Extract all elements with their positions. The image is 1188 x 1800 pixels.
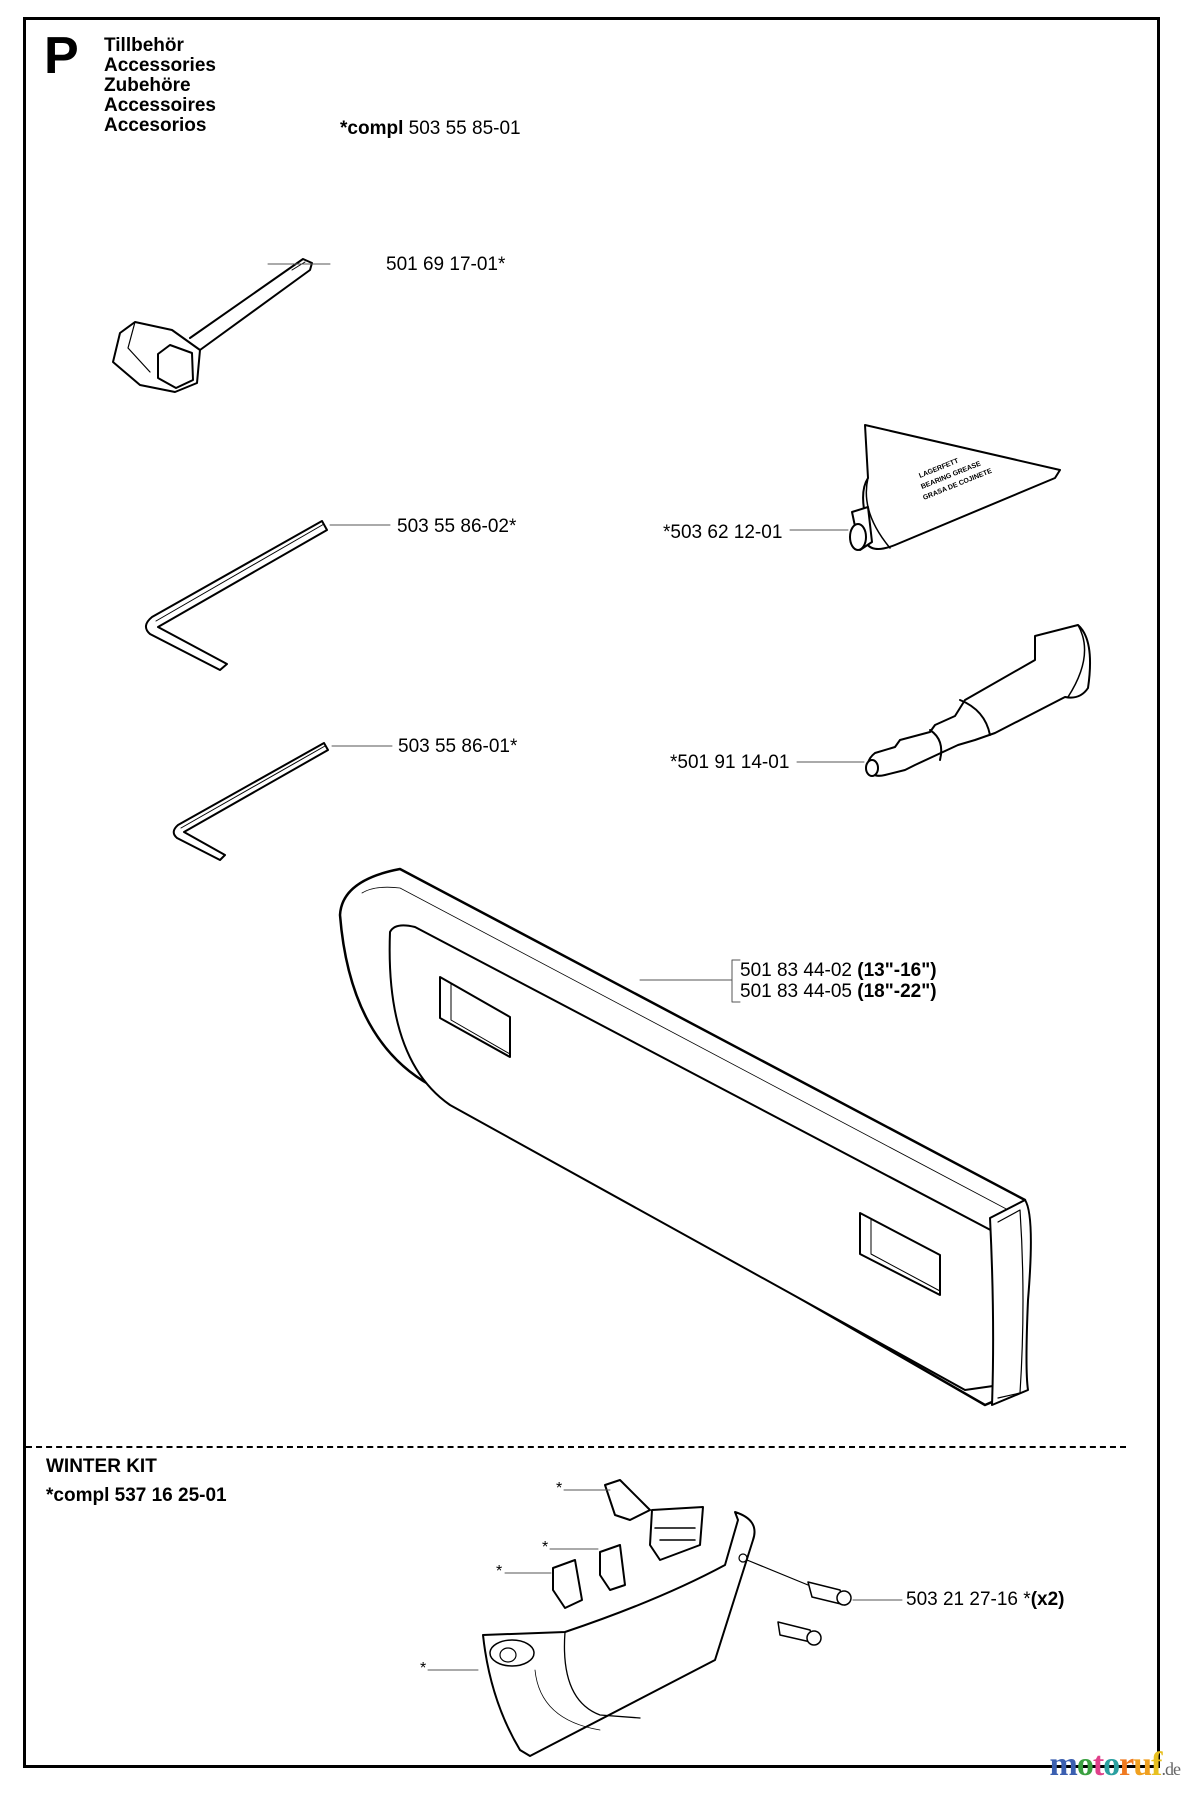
section-letter: P	[44, 27, 79, 85]
title-swedish: Tillbehör	[104, 35, 184, 56]
label-hex-key-small: 503 55 86-01*	[398, 736, 518, 757]
bearing-press-tool-drawing	[796, 624, 1091, 777]
logo-letter: o	[1103, 1746, 1120, 1783]
bar-guard-drawing	[338, 867, 1032, 1407]
label-bar-guard-18-22: 501 83 44-05 (18"-22")	[740, 981, 937, 1002]
compl-kit-number: *compl 503 55 85-01	[340, 118, 521, 139]
hex-key-large-drawing	[145, 520, 391, 671]
logo-suffix: .de	[1161, 1759, 1181, 1779]
label-screw: 503 21 27-16 *(x2)	[906, 1589, 1065, 1610]
title-french: Accessoires	[104, 95, 216, 116]
callout-star-2: *	[542, 1539, 549, 1556]
callout-star-4: *	[420, 1660, 427, 1677]
label-grease-tube: *503 62 12-01	[663, 522, 783, 543]
page-frame	[23, 17, 1160, 1768]
logo-letter: r	[1119, 1746, 1134, 1783]
winter-kit-drawing	[427, 1479, 903, 1757]
combination-wrench-drawing	[112, 258, 331, 393]
logo-letter: f	[1151, 1746, 1162, 1783]
callout-star-1: *	[556, 1480, 563, 1497]
label-bearing-press-tool: *501 91 14-01	[670, 752, 790, 773]
callout-star-3: *	[496, 1563, 503, 1580]
winter-kit-compl: *compl 537 16 25-01	[46, 1485, 227, 1506]
label-hex-key-large: 503 55 86-02*	[397, 516, 517, 537]
title-spanish: Accesorios	[104, 115, 207, 136]
title-english: Accessories	[104, 55, 216, 76]
winter-kit-title: WINTER KIT	[46, 1456, 157, 1477]
logo-letter: m	[1049, 1746, 1078, 1783]
winter-kit-divider	[26, 1446, 1126, 1448]
logo-letter: t	[1092, 1746, 1104, 1783]
label-combination-wrench: 501 69 17-01*	[386, 254, 506, 275]
grease-tube-drawing: LAGERFETT BEARING GREASE GRASA DE COJINE…	[789, 424, 1061, 551]
section-titles: Tillbehör Accessories Zubehöre Accessoir…	[104, 36, 216, 136]
hex-key-small-drawing	[172, 742, 393, 861]
watermark-logo: motoruf.de	[1050, 1746, 1181, 1784]
logo-letter: o	[1076, 1746, 1094, 1783]
logo-letter: u	[1133, 1746, 1152, 1783]
title-german: Zubehöre	[104, 75, 191, 96]
label-bar-guard-13-16: 501 83 44-02 (13"-16")	[740, 960, 937, 981]
